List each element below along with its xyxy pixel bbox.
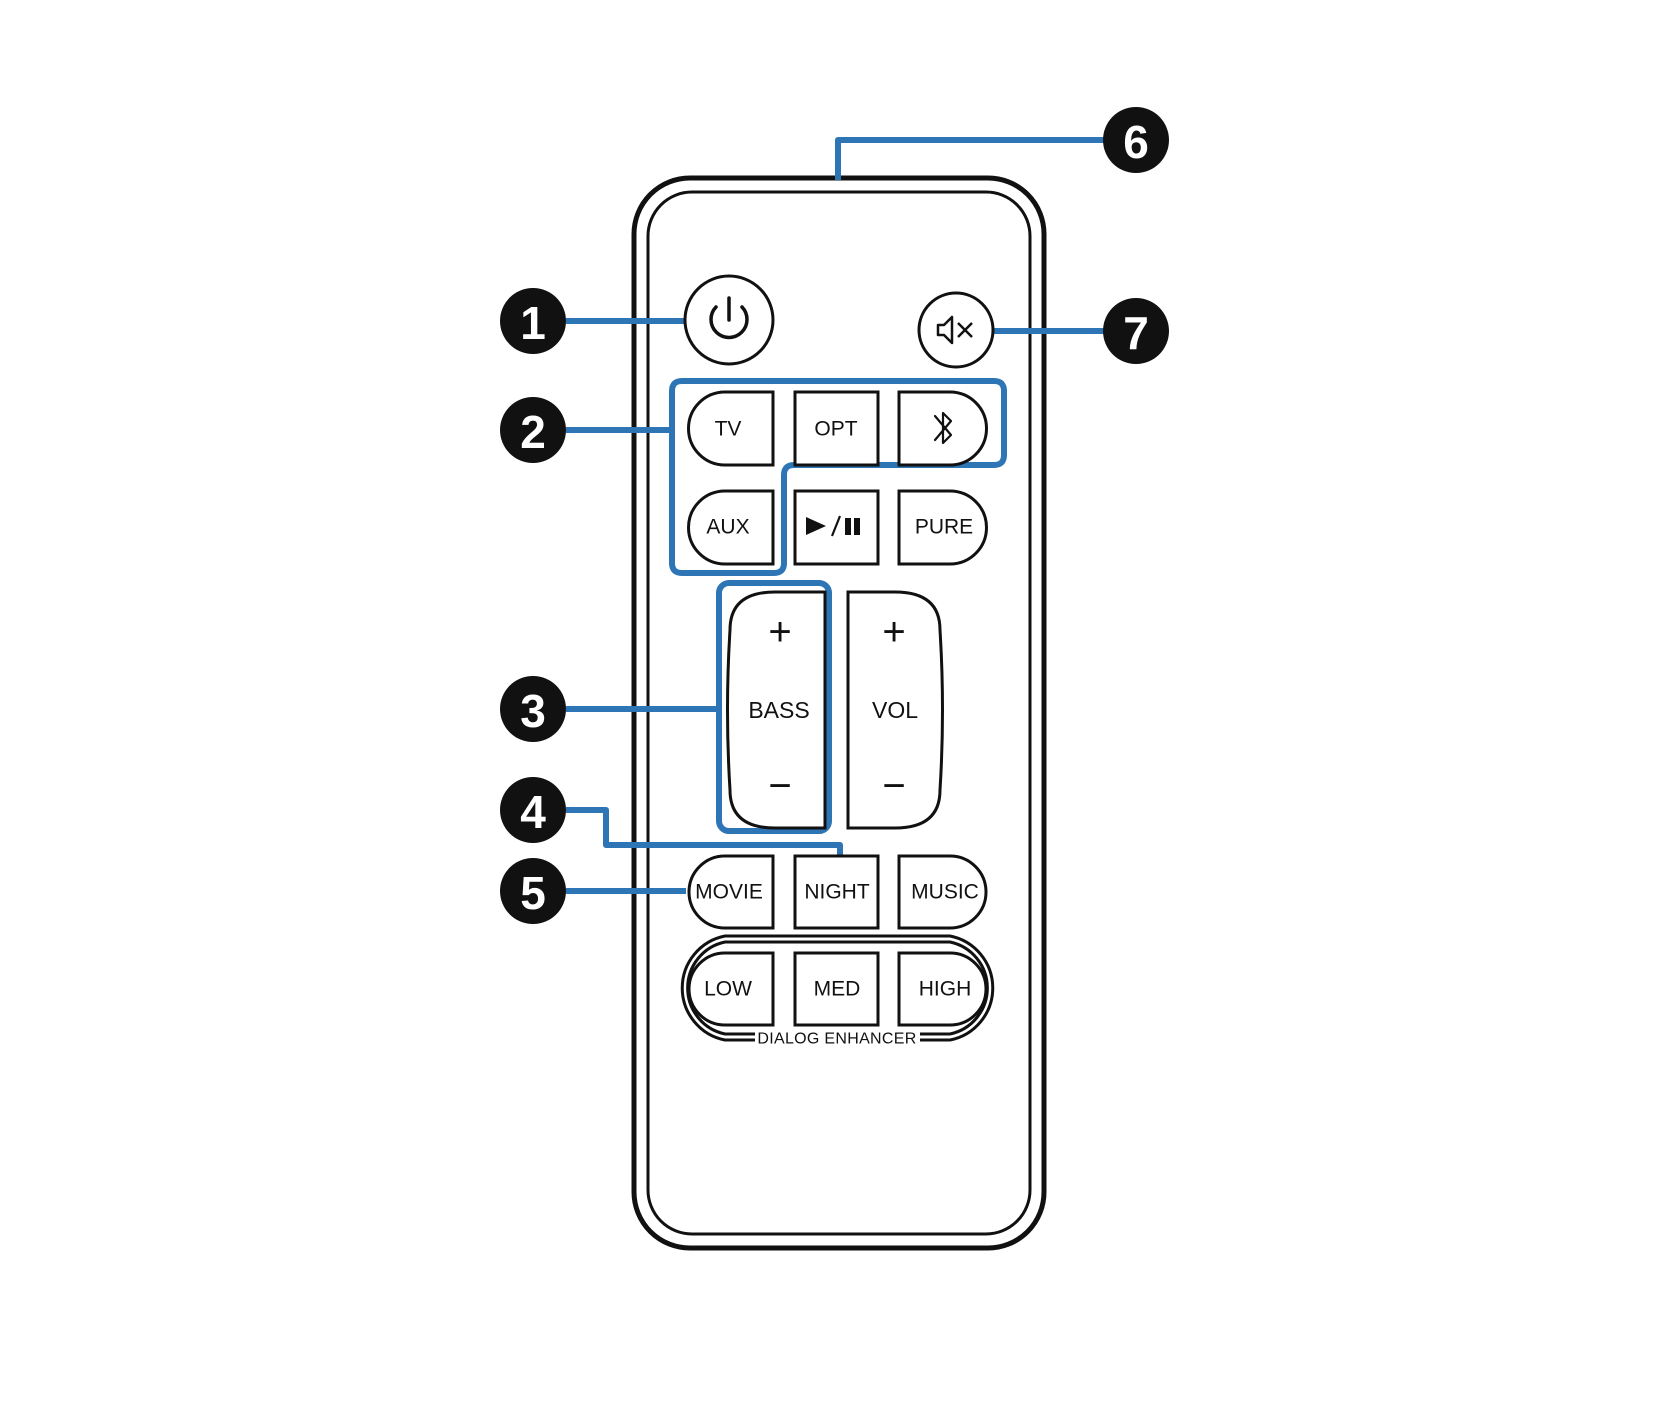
music-button[interactable]: MUSIC bbox=[897, 854, 988, 930]
bass-label: BASS bbox=[748, 697, 809, 723]
power-button[interactable] bbox=[683, 274, 775, 366]
callout-number-7: 7 bbox=[1123, 307, 1149, 359]
callout-line-4 bbox=[566, 807, 843, 856]
callout-number-4: 4 bbox=[520, 786, 546, 838]
callout-group-2-outline bbox=[669, 378, 1007, 576]
callout-badge-5: 5 bbox=[500, 858, 566, 924]
callout-lines bbox=[566, 137, 1108, 894]
bass-plus-label[interactable]: + bbox=[768, 610, 791, 654]
play-pause-icon bbox=[806, 515, 860, 537]
callout-badge-4: 4 bbox=[500, 777, 566, 843]
med-button-label: MED bbox=[814, 978, 861, 1001]
callout-number-3: 3 bbox=[520, 685, 546, 737]
pure-button[interactable]: PURE bbox=[897, 489, 988, 566]
night-button-label: NIGHT bbox=[804, 881, 870, 904]
dialog-enhancer-frame bbox=[680, 934, 995, 1042]
movie-button[interactable]: MOVIE bbox=[687, 854, 775, 930]
callout-line-6 bbox=[835, 137, 1108, 180]
aux-button-label: AUX bbox=[706, 516, 749, 539]
vol-label: VOL bbox=[872, 697, 918, 723]
vol-minus-label[interactable]: − bbox=[882, 764, 905, 808]
callout-number-1: 1 bbox=[520, 297, 546, 349]
callout-number-2: 2 bbox=[520, 406, 546, 458]
dialog-enhancer-caption: DIALOG ENHANCER bbox=[757, 1031, 916, 1048]
opt-button[interactable]: OPT bbox=[793, 390, 880, 467]
tv-button[interactable]: TV bbox=[687, 390, 775, 467]
power-icon bbox=[709, 296, 749, 340]
bluetooth-button[interactable] bbox=[897, 390, 988, 467]
callout-badge-6: 6 bbox=[1103, 107, 1169, 173]
mute-icon bbox=[936, 315, 973, 345]
med-button[interactable]: MED bbox=[793, 951, 880, 1027]
bass-rocker[interactable]: + BASS − bbox=[726, 590, 827, 830]
music-button-label: MUSIC bbox=[911, 881, 979, 904]
night-button[interactable]: NIGHT bbox=[793, 854, 880, 930]
movie-button-label: MOVIE bbox=[695, 881, 763, 904]
bass-minus-label[interactable]: − bbox=[768, 764, 791, 808]
callout-group-3-outline bbox=[716, 580, 832, 834]
callout-badge-2: 2 bbox=[500, 397, 566, 463]
high-button-label: HIGH bbox=[919, 978, 972, 1001]
vol-plus-label[interactable]: + bbox=[882, 610, 905, 654]
callout-number-6: 6 bbox=[1123, 116, 1149, 168]
callout-badge-7: 7 bbox=[1103, 298, 1169, 364]
pure-button-label: PURE bbox=[915, 516, 973, 539]
bluetooth-icon bbox=[933, 411, 953, 445]
aux-button[interactable]: AUX bbox=[687, 489, 775, 566]
mute-button[interactable] bbox=[917, 291, 995, 369]
callout-badge-3: 3 bbox=[500, 676, 566, 742]
callout-badge-1: 1 bbox=[500, 288, 566, 354]
play-pause-button[interactable] bbox=[793, 489, 880, 566]
low-button[interactable]: LOW bbox=[687, 951, 775, 1027]
high-button[interactable]: HIGH bbox=[897, 951, 988, 1027]
vol-rocker[interactable]: + VOL − bbox=[846, 590, 944, 830]
low-button-label: LOW bbox=[704, 978, 752, 1001]
tv-button-label: TV bbox=[715, 418, 742, 441]
callout-number-5: 5 bbox=[520, 867, 546, 919]
opt-button-label: OPT bbox=[814, 418, 857, 441]
